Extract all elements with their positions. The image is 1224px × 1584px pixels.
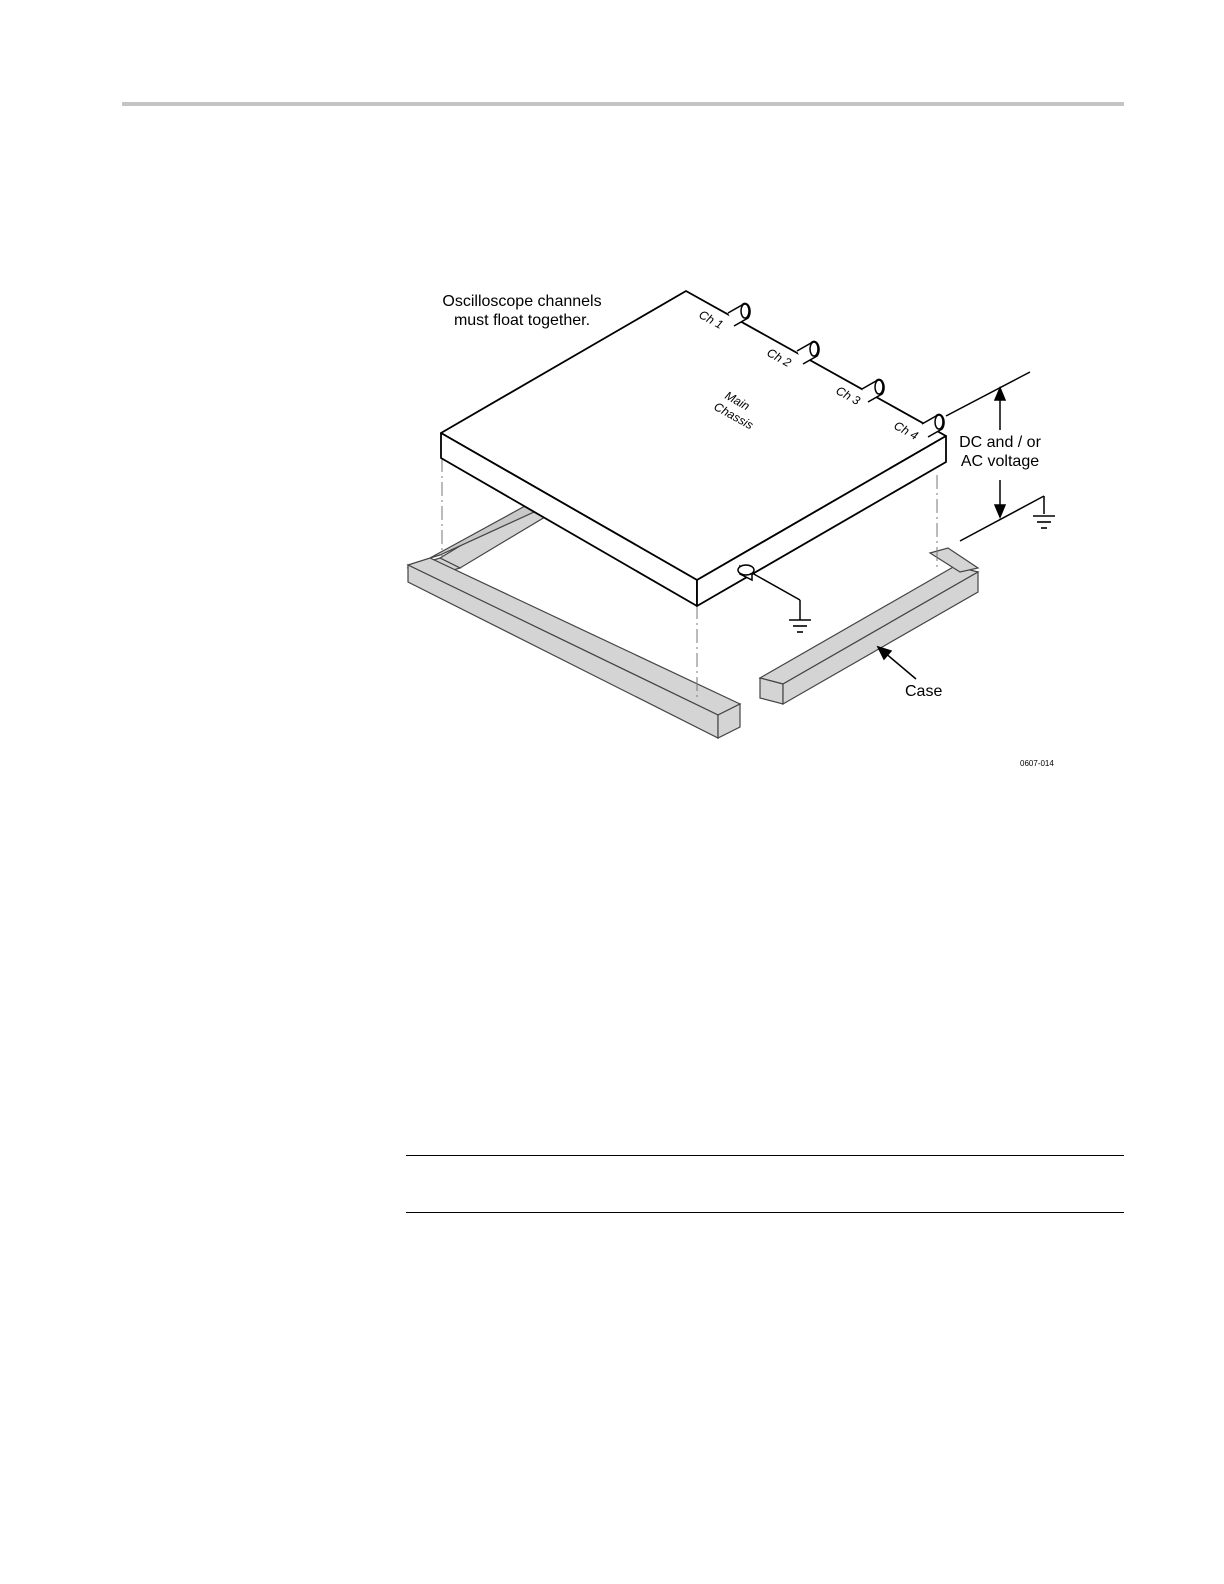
front-ground-connector: [738, 565, 800, 620]
main-chassis: [441, 291, 946, 606]
voltage-label-line-1: DC and / or: [959, 434, 1041, 451]
voltage-label-line-2: AC voltage: [961, 453, 1039, 470]
caption-line-1: Oscilloscope channels: [442, 293, 601, 310]
caption-line-2: must float together.: [454, 312, 590, 329]
case-label: Case: [905, 683, 942, 700]
case-pointer-arrow: [878, 647, 916, 679]
note-rule-bottom: [406, 1212, 1124, 1213]
figure-id: 0607-014: [1020, 759, 1054, 768]
ground-icon: [1033, 516, 1055, 528]
case-right-bar: [760, 548, 978, 704]
note-rule-top: [406, 1155, 1124, 1156]
ground-icon: [789, 620, 811, 632]
